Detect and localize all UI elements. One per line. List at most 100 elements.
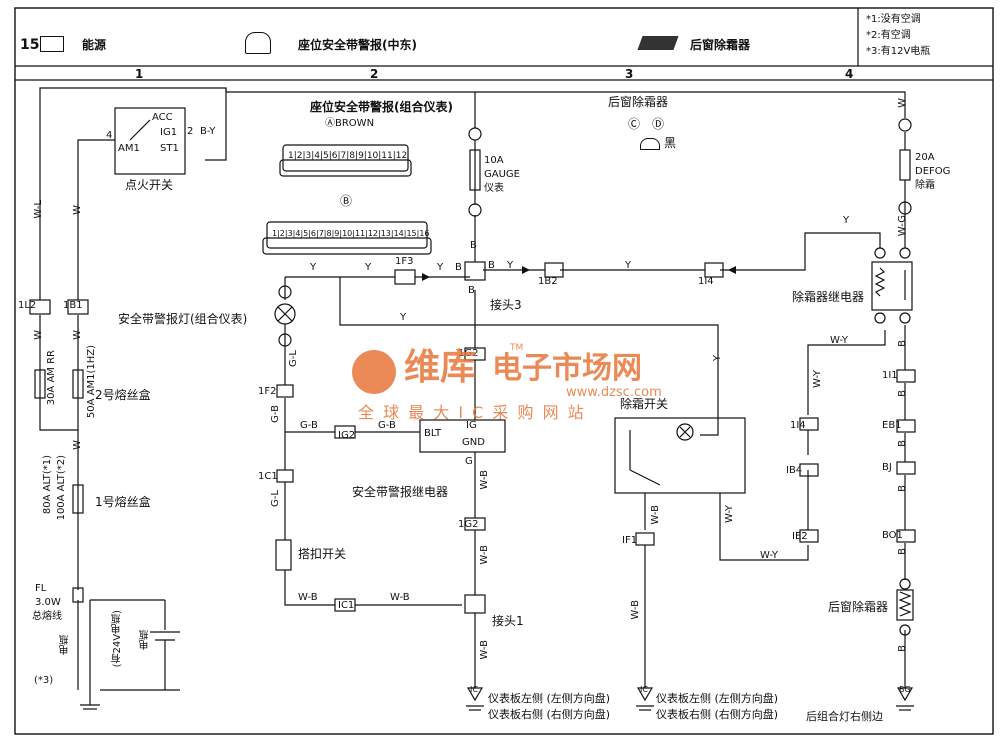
ground-ic-2: IC bbox=[640, 685, 648, 694]
ground-ic-1: IC bbox=[470, 685, 478, 694]
conn-1f3: 1F3 bbox=[395, 256, 414, 267]
wire-w-g: W-G bbox=[897, 215, 908, 237]
note-1: *1:没有空调 bbox=[866, 14, 921, 25]
ground-bg: BG bbox=[899, 685, 911, 694]
wire-g-b-3: G-B bbox=[378, 420, 396, 431]
connector-d: Ⓓ bbox=[652, 117, 665, 131]
watermark-site: 电子市场网 bbox=[492, 351, 642, 386]
watermark-logo-icon bbox=[352, 350, 396, 394]
defog-fuse-name: DEFOG bbox=[915, 166, 951, 177]
wire-b-2: B bbox=[488, 260, 495, 271]
fuse-box-1: 1号熔丝盒 bbox=[95, 495, 151, 509]
wire-w-2: W bbox=[33, 330, 44, 340]
connector-b-label: Ⓑ bbox=[340, 194, 353, 208]
relay-gnd: GND bbox=[462, 437, 485, 448]
conn-1c1: 1C1 bbox=[258, 471, 278, 482]
page-number: 15 bbox=[20, 37, 40, 53]
power-label: 能源 bbox=[82, 38, 107, 52]
conn-if1: IF1 bbox=[622, 535, 638, 546]
wire-b-4: B bbox=[468, 285, 475, 296]
seat-belt-warning-label: 座位安全带警报(组合仪表) bbox=[310, 100, 453, 114]
note-2: *2:有空调 bbox=[866, 30, 911, 41]
wire-b-5: B bbox=[897, 340, 908, 347]
note-3: *3:有12V电瓶 bbox=[866, 46, 931, 57]
defog-switch-label: 除霜开关 bbox=[620, 397, 669, 411]
defog-fuse-cn: 除霜 bbox=[915, 180, 935, 191]
fl-name: 总熔线 bbox=[32, 611, 62, 622]
ign-acc: ACC bbox=[152, 112, 173, 123]
wire-w-b-2: W-B bbox=[390, 592, 410, 603]
black-label: 黑 bbox=[664, 136, 677, 150]
conn-ie2: IE2 bbox=[792, 531, 808, 542]
wire-b-1: B bbox=[455, 262, 462, 273]
wire-w-b-4: W-B bbox=[479, 545, 490, 565]
rear-defogger-label: 后窗除霜器 bbox=[828, 600, 889, 614]
conn-eb1: EB1 bbox=[882, 420, 902, 431]
relay-g: G bbox=[465, 456, 473, 467]
wire-y-4: Y bbox=[507, 260, 514, 271]
conn-1i1: 1I1 bbox=[882, 370, 898, 381]
belt-relay-label: 安全带警报继电器 bbox=[352, 485, 449, 499]
conn-ib4: IB4 bbox=[786, 465, 803, 476]
conn-1l2: 1L2 bbox=[18, 300, 37, 311]
watermark-url: www.dzsc.com bbox=[566, 385, 662, 400]
wire-g-l-2: G-L bbox=[270, 490, 281, 507]
wire-y-7: Y bbox=[712, 355, 723, 362]
wire-g-b-1: G-B bbox=[270, 405, 281, 423]
gauge-fuse-name: GAUGE bbox=[484, 169, 520, 180]
wire-w-y-1: W-Y bbox=[724, 505, 735, 524]
ground-bg-label: 后组合灯右侧边 bbox=[806, 710, 883, 723]
column-1: 1 bbox=[135, 67, 144, 81]
conn-bo1: BO1 bbox=[882, 530, 903, 541]
conn-1i4: 1I4 bbox=[698, 276, 714, 287]
conn-1f2: 1F2 bbox=[258, 386, 277, 397]
conn-1g2-b: 1G2 bbox=[458, 519, 479, 530]
wire-w-b-6: W-B bbox=[650, 505, 661, 525]
wire-w-3: W bbox=[72, 330, 83, 340]
wire-w-b-3: W-B bbox=[479, 470, 490, 490]
wire-b-3: B bbox=[470, 240, 477, 251]
fl-size: 3.0W bbox=[35, 597, 61, 608]
wire-y-3: Y bbox=[437, 262, 444, 273]
fuse-box-2: 2号熔丝盒 bbox=[95, 388, 151, 402]
ign-pin-2: 2 bbox=[187, 126, 194, 137]
junction3-label: 接头3 bbox=[490, 298, 522, 312]
watermark-tagline: 全 球 最 大 I C 采 购 网 站 bbox=[358, 403, 586, 422]
wire-y-6: Y bbox=[400, 312, 407, 323]
column-3: 3 bbox=[625, 67, 634, 81]
wire-b-y: B-Y bbox=[200, 126, 216, 137]
wire-w-4: W bbox=[72, 440, 83, 450]
junction1-label: 接头1 bbox=[492, 614, 524, 628]
warning-lamp-label: 安全带警报灯(组合仪表) bbox=[118, 312, 248, 326]
fuse-alt1: 80A ALT(*1) bbox=[42, 455, 53, 515]
gauge-fuse-cn: 仪表 bbox=[484, 183, 504, 194]
watermark-brand: 维库 bbox=[404, 347, 477, 388]
wire-b-10: B bbox=[897, 645, 908, 652]
ground-b-line1: 仪表板左侧 (左侧方向盘) bbox=[656, 692, 779, 705]
connector-b-pins: 1|2|3|4|5|6|7|8|9|10|11|12|13|14|15|16 bbox=[272, 229, 430, 238]
wire-g-b-2: G-B bbox=[300, 420, 318, 431]
battery-icon bbox=[40, 36, 64, 52]
fuse-alt2: 100A ALT(*2) bbox=[56, 455, 67, 521]
relay-ig: IG bbox=[466, 420, 477, 431]
ign-st1: ST1 bbox=[160, 143, 179, 154]
column-2: 2 bbox=[370, 67, 379, 81]
connector-a-pins: 1|2|3|4|5|6|7|8|9|10|11|12 bbox=[288, 151, 408, 161]
column-4: 4 bbox=[845, 67, 854, 81]
rear-defogger-legend: 后窗除霜器 bbox=[608, 95, 669, 109]
ignition-switch-label: 点火开关 bbox=[125, 178, 174, 192]
ground-b-line2: 仪表板右侧 (右侧方向盘) bbox=[656, 708, 779, 721]
defogger-title: 后窗除霜器 bbox=[690, 38, 751, 52]
seat-belt-title: 座位安全带警报(中东) bbox=[298, 38, 417, 52]
conn-bj: BJ bbox=[882, 462, 892, 473]
conn-1b1: 1B1 bbox=[63, 300, 83, 311]
wire-y-1: Y bbox=[310, 262, 317, 273]
wire-w-b-5: W-B bbox=[479, 640, 490, 660]
ground-a-line1: 仪表板左侧 (左侧方向盘) bbox=[488, 692, 611, 705]
ground-a-line2: 仪表板右侧 (右侧方向盘) bbox=[488, 708, 611, 721]
star-3: (*3) bbox=[34, 675, 54, 686]
fuse-am-rr: 30A AM RR bbox=[46, 350, 57, 406]
battery-label: 电瓶 bbox=[60, 635, 71, 655]
